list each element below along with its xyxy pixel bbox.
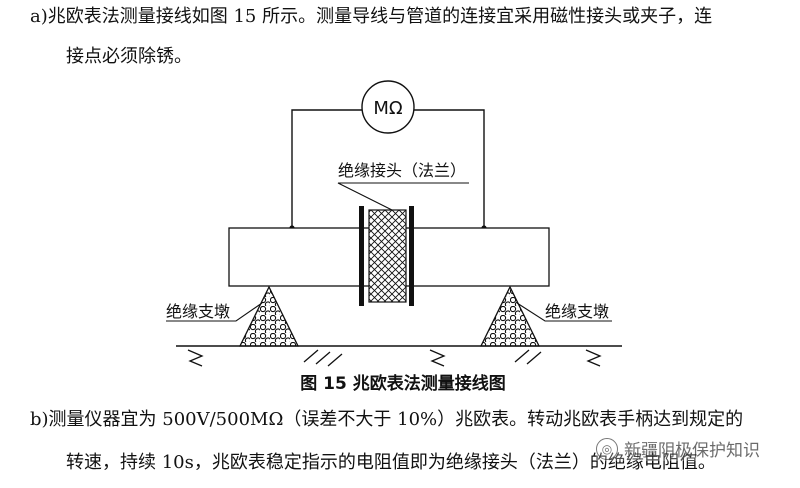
support-left-label: 绝缘支墩 (166, 302, 230, 321)
meter-label: MΩ (373, 98, 403, 119)
paragraph-b-line2: 转速，持续 10s，兆欧表稳定指示的电阻值即为绝缘接头（法兰）的绝缘电阻值。 (66, 452, 716, 473)
flange-plate-right (409, 206, 414, 306)
support-right-leader (516, 302, 612, 322)
paragraph-a-line2: 接点必须除锈。 (66, 46, 192, 67)
support-left-leader (166, 302, 263, 322)
watermark: ◎ 新疆阴极保护知识 (596, 436, 760, 461)
support-right-label: 绝缘支墩 (545, 302, 609, 321)
joint-leader-line (337, 182, 469, 211)
joint-label: 绝缘接头（法兰） (338, 161, 466, 180)
wechat-channel-icon: ◎ (596, 437, 618, 460)
ground-hatching (187, 349, 602, 367)
support-left (238, 285, 300, 347)
figure-caption: 图 15 兆欧表法测量接线图 (300, 373, 506, 394)
measurement-leads (291, 109, 485, 228)
megohmmeter-icon (361, 80, 415, 134)
paragraph-a-line1: a)兆欧表法测量接线如图 15 所示。测量导线与管道的连接宜采用磁性接头或夹子，… (30, 6, 713, 27)
support-right (479, 285, 541, 347)
insulating-joint (359, 206, 414, 306)
flange-plate-left (359, 206, 364, 306)
watermark-text: 新疆阴极保护知识 (624, 441, 760, 461)
paragraph-b-line1: b)测量仪器宜为 500V/500MΩ（误差不大于 10%）兆欧表。转动兆欧表手… (30, 409, 744, 430)
